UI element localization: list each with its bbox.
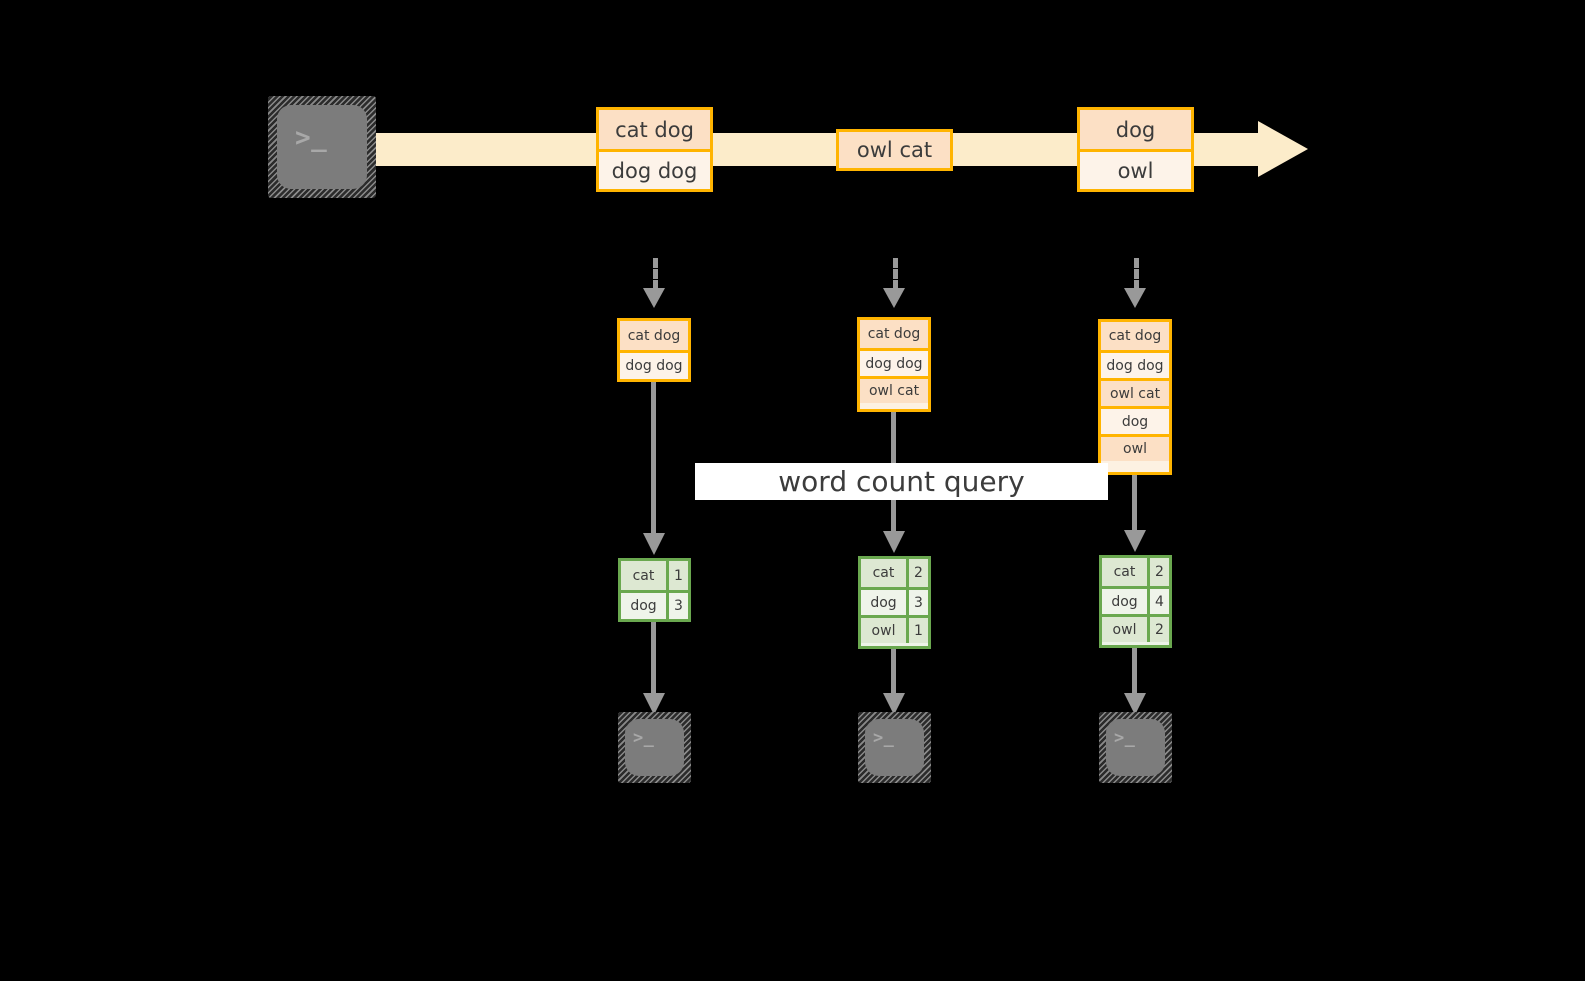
result-to-sink-line-3 [1132, 648, 1137, 695]
result-word: owl [1102, 617, 1147, 642]
state-box-3[interactable]: cat dog dog dog owl cat dog owl [1098, 319, 1172, 475]
source-terminal-icon[interactable]: >_ [268, 96, 376, 198]
state-row: cat dog [620, 321, 688, 350]
result-count: 2 [1147, 617, 1169, 642]
result-to-sink-line-1 [651, 622, 656, 695]
result-word: dog [861, 590, 906, 615]
terminal-prompt-glyph: >_ [873, 728, 895, 748]
terminal-face [625, 719, 684, 776]
stream-to-state-dashed-line-1 [653, 258, 658, 290]
state-row: cat dog [860, 320, 928, 348]
stream-to-state-arrowhead-3 [1124, 288, 1146, 308]
result-word: cat [1102, 558, 1147, 586]
result-row: cat 2 [1102, 558, 1169, 586]
result-table-3[interactable]: cat 2 dog 4 owl 2 [1099, 555, 1172, 648]
terminal-face [1106, 719, 1165, 776]
stream-event-box-2[interactable]: owl cat [836, 129, 953, 171]
stream-event-box-1[interactable]: cat dog dog dog [596, 107, 713, 192]
result-row: dog 4 [1102, 586, 1169, 614]
state-to-result-arrowhead-3 [1124, 530, 1146, 552]
terminal-prompt-glyph: >_ [1114, 728, 1136, 748]
stream-event-box-3[interactable]: dog owl [1077, 107, 1194, 192]
result-to-sink-arrowhead-3 [1124, 693, 1146, 715]
query-label: word count query [695, 463, 1108, 500]
terminal-prompt-glyph: >_ [633, 728, 655, 748]
result-count: 3 [666, 593, 688, 619]
result-row: dog 3 [861, 587, 928, 615]
state-row: cat dog [1101, 322, 1169, 350]
state-to-result-line-3 [1132, 475, 1137, 532]
stream-event-line: dog dog [599, 149, 710, 189]
state-row: dog dog [620, 350, 688, 379]
sink-terminal-icon-2[interactable]: >_ [858, 712, 931, 783]
result-word: cat [861, 559, 906, 587]
state-row: owl cat [1101, 378, 1169, 406]
sink-terminal-icon-3[interactable]: >_ [1099, 712, 1172, 783]
result-table-2[interactable]: cat 2 dog 3 owl 1 [858, 556, 931, 649]
result-count: 2 [1147, 558, 1169, 586]
result-table-1[interactable]: cat 1 dog 3 [618, 558, 691, 622]
result-word: owl [861, 618, 906, 643]
stream-event-line: dog [1080, 110, 1191, 149]
result-word: dog [621, 593, 666, 619]
state-row: owl [1101, 434, 1169, 461]
result-row: owl 1 [861, 615, 928, 643]
result-count: 1 [906, 618, 928, 643]
state-row: owl cat [860, 376, 928, 403]
result-count: 3 [906, 590, 928, 615]
result-word: cat [621, 561, 666, 590]
result-row: cat 1 [621, 561, 688, 590]
terminal-prompt-glyph: >_ [295, 123, 328, 153]
stream-event-line: cat dog [599, 110, 710, 149]
stream-event-line: owl cat [839, 132, 950, 168]
state-to-result-arrowhead-2 [883, 531, 905, 553]
stream-to-state-arrowhead-1 [643, 288, 665, 308]
result-row: owl 2 [1102, 614, 1169, 642]
result-word: dog [1102, 589, 1147, 614]
result-count: 2 [906, 559, 928, 587]
terminal-face [277, 105, 367, 189]
state-row: dog [1101, 406, 1169, 434]
result-to-sink-arrowhead-1 [643, 693, 665, 715]
stream-to-state-dashed-line-2 [893, 258, 898, 290]
state-to-result-line-1 [651, 382, 656, 535]
result-count: 4 [1147, 589, 1169, 614]
state-to-result-arrowhead-1 [643, 533, 665, 555]
result-row: cat 2 [861, 559, 928, 587]
terminal-face [865, 719, 924, 776]
sink-terminal-icon-1[interactable]: >_ [618, 712, 691, 783]
result-to-sink-line-2 [891, 649, 896, 695]
stream-to-state-dashed-line-3 [1134, 258, 1139, 290]
stream-to-state-arrowhead-2 [883, 288, 905, 308]
result-row: dog 3 [621, 590, 688, 619]
state-row: dog dog [860, 348, 928, 376]
state-row: dog dog [1101, 350, 1169, 378]
event-stream-arrowhead [1258, 121, 1308, 177]
stream-event-line: owl [1080, 149, 1191, 189]
state-box-2[interactable]: cat dog dog dog owl cat [857, 317, 931, 412]
result-count: 1 [666, 561, 688, 590]
state-box-1[interactable]: cat dog dog dog [617, 318, 691, 382]
result-to-sink-arrowhead-2 [883, 693, 905, 715]
